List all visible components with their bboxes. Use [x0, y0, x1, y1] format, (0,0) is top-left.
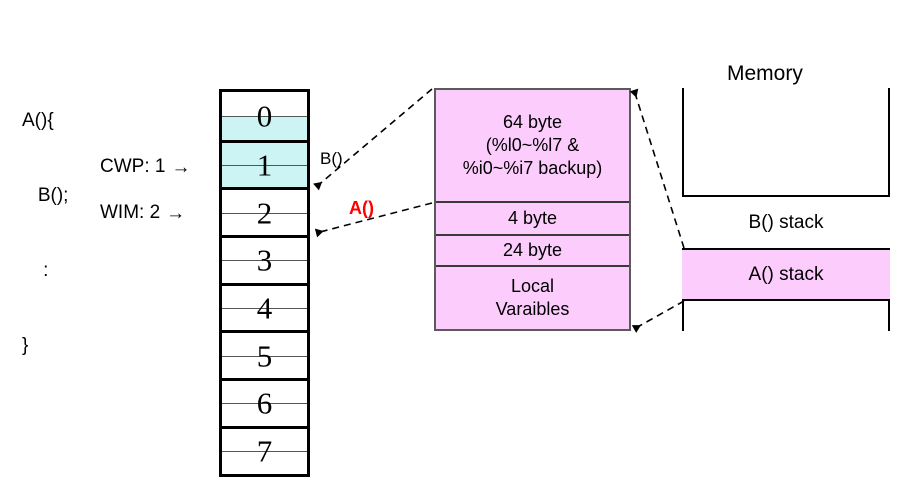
frame-segment-24-byte: 24 byte: [436, 236, 629, 267]
memory-row-b-stack: B() stack: [682, 195, 890, 248]
register-window-cell-3: 3: [222, 235, 307, 283]
wim-pointer-label: WIM: 2→: [100, 202, 185, 224]
cell-1-divider: [222, 165, 307, 167]
code-line-1: B();: [22, 185, 69, 206]
cell-7-divider: [222, 451, 307, 453]
memory-row-a-stack: A() stack: [682, 248, 890, 301]
cell-2-divider: [222, 212, 307, 214]
wim-text: WIM: 2: [100, 202, 161, 223]
code-line-3: }: [22, 335, 29, 356]
connector-a-call: [314, 202, 433, 238]
cell-1-number: 1: [256, 147, 273, 183]
cell-0-highlight: [222, 115, 307, 140]
connector-memory-top: [629, 88, 685, 249]
frame-segment-4-byte-label: 4 byte: [507, 208, 558, 228]
cell-2-number: 2: [256, 195, 273, 231]
cell-3-divider: [222, 260, 307, 262]
frame-segment-4-byte: 4 byte: [436, 203, 629, 236]
register-window-cell-4: 4: [222, 282, 307, 331]
frame-segment-register-save-line2: (%l0~%l7 &: [485, 135, 580, 155]
frame-segment-register-save-line3: %i0~%i7 backup): [462, 158, 603, 178]
cell-4-divider: [222, 308, 307, 310]
frame-segment-register-save-line1: 64 byte: [502, 112, 563, 132]
cell-4-number: 4: [256, 290, 273, 326]
register-window-column: 0 1 2 3 4 5 6 7: [219, 89, 310, 477]
connector-memory-bottom: [631, 300, 685, 333]
cell-3-number: 3: [256, 242, 273, 278]
memory-column: B() stack A() stack: [682, 88, 890, 331]
register-window-cell-6: 6: [222, 378, 307, 426]
register-window-cell-5: 5: [222, 330, 307, 379]
frame-segment-local-variables: Local Varaibles: [436, 267, 629, 329]
cwp-text: CWP: 1: [100, 156, 166, 177]
register-window-cell-7: 7: [222, 425, 307, 474]
callout-label-b: B(): [320, 149, 343, 168]
cell-6-divider: [222, 403, 307, 405]
cell-6-number: 6: [256, 385, 273, 421]
cell-0-number: 0: [256, 98, 273, 134]
cell-0-divider: [222, 115, 307, 117]
register-window-cell-0: 0: [222, 92, 307, 140]
frame-segment-local-line1: Local: [510, 276, 555, 296]
source-code-snippet: A(){ B(); : }: [22, 58, 68, 408]
code-line-0: A(){: [22, 110, 54, 131]
wim-arrow-icon: →: [166, 203, 186, 224]
cwp-pointer-label: CWP: 1→: [100, 156, 190, 178]
cell-7-number: 7: [256, 433, 273, 469]
frame-segment-24-byte-label: 24 byte: [502, 240, 563, 260]
cwp-arrow-icon: →: [171, 157, 191, 178]
connector-b-call: [313, 88, 433, 191]
callout-label-a: A(): [349, 198, 374, 218]
register-window-cell-2: 2: [222, 187, 307, 236]
frame-segment-local-line2: Varaibles: [495, 299, 570, 319]
code-line-2: :: [22, 260, 49, 281]
register-window-cell-1: 1: [222, 139, 307, 188]
memory-title: Memory: [727, 62, 803, 85]
cell-5-divider: [222, 355, 307, 357]
memory-row-a-stack-label: A() stack: [748, 263, 824, 285]
stack-frame-detail-box: 64 byte (%l0~%l7 & %i0~%i7 backup) 4 byt…: [434, 88, 631, 331]
cell-5-number: 5: [256, 338, 273, 374]
memory-row-b-stack-label: B() stack: [748, 211, 824, 233]
frame-segment-register-save: 64 byte (%l0~%l7 & %i0~%i7 backup): [436, 90, 629, 203]
